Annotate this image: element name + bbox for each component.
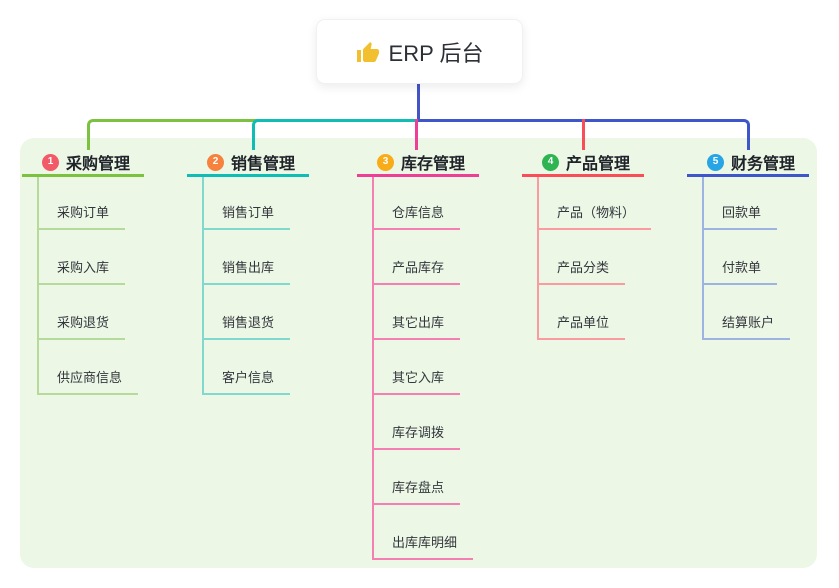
root-connector-line: [417, 84, 420, 120]
branch-5-child-line: [702, 177, 704, 340]
branch-5-badge: 5: [707, 153, 724, 171]
connector-branch-4: [582, 119, 585, 150]
child-node[interactable]: 产品（物料）: [537, 204, 652, 230]
root-node[interactable]: ERP 后台: [316, 19, 523, 84]
child-node[interactable]: 出库库明细: [372, 534, 474, 560]
branch-5-label: 财务管理: [731, 156, 796, 173]
branch-2-badge: 2: [207, 153, 224, 171]
child-node[interactable]: 其它入库: [372, 369, 461, 395]
child-node[interactable]: 回款单: [702, 204, 778, 230]
branch-4-child-line: [537, 177, 539, 340]
child-node[interactable]: 客户信息: [202, 369, 291, 395]
child-node[interactable]: 付款单: [702, 259, 778, 285]
mindmap-background-panel: [20, 138, 817, 568]
branch-4-label: 产品管理: [566, 156, 631, 173]
thumbs-up-icon: [356, 41, 379, 62]
child-node[interactable]: 销售退货: [202, 314, 291, 340]
child-node[interactable]: 仓库信息: [372, 204, 461, 230]
child-node[interactable]: 销售订单: [202, 204, 291, 230]
branch-3-child-line: [372, 177, 374, 560]
branch-2-label: 销售管理: [231, 156, 296, 173]
branch-4-badge: 4: [542, 153, 559, 171]
branch-node-sales[interactable]: 2 销售管理: [187, 150, 309, 177]
branch-3-badge: 3: [377, 153, 394, 171]
child-node[interactable]: 库存盘点: [372, 479, 461, 505]
branch-1-badge: 1: [42, 153, 59, 171]
child-node[interactable]: 产品分类: [537, 259, 626, 285]
child-node[interactable]: 供应商信息: [37, 369, 139, 395]
branch-node-inventory[interactable]: 3 库存管理: [357, 150, 479, 177]
branch-1-label: 采购管理: [66, 156, 131, 173]
branch-3-label: 库存管理: [401, 156, 466, 173]
child-node[interactable]: 采购退货: [37, 314, 126, 340]
child-node[interactable]: 采购入库: [37, 259, 126, 285]
child-node[interactable]: 产品单位: [537, 314, 626, 340]
child-node[interactable]: 结算账户: [702, 314, 791, 340]
branch-node-finance[interactable]: 5 财务管理: [687, 150, 809, 177]
child-node[interactable]: 库存调拨: [372, 424, 461, 450]
branch-1-child-line: [37, 177, 39, 395]
branch-node-purchase[interactable]: 1 采购管理: [22, 150, 144, 177]
connector-branch-2: [252, 119, 419, 150]
branch-2-child-line: [202, 177, 204, 395]
root-label: ERP 后台: [388, 40, 484, 66]
branch-node-product[interactable]: 4 产品管理: [522, 150, 644, 177]
connector-branch-3: [415, 119, 418, 150]
child-node[interactable]: 其它出库: [372, 314, 461, 340]
child-node[interactable]: 销售出库: [202, 259, 291, 285]
child-node[interactable]: 产品库存: [372, 259, 461, 285]
child-node[interactable]: 采购订单: [37, 204, 126, 230]
